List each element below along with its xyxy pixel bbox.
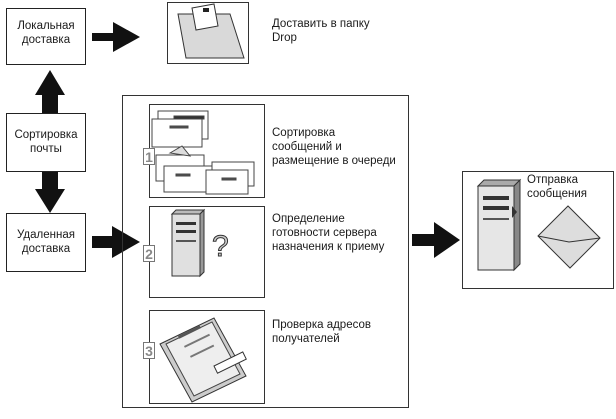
step-1-label: Сортировка сообщений и размещение в очер… — [272, 127, 396, 167]
send-label: Отправка сообщения — [527, 174, 587, 200]
arrow-down — [35, 172, 65, 213]
local-delivery-label: Локальная доставка — [17, 20, 75, 46]
envelopes-icon — [151, 110, 255, 195]
step-1-frame — [149, 104, 265, 198]
step-2-frame — [149, 206, 265, 298]
drop-folder-icon — [177, 3, 245, 59]
local-action-label: Доставить в папку Drop — [272, 18, 370, 44]
remote-delivery-label: Удаленная доставка — [17, 229, 75, 255]
send-frame — [462, 171, 614, 289]
send-server-icon — [476, 178, 522, 272]
arrow-remote-to-steps — [92, 226, 140, 258]
send-envelope-icon — [537, 205, 601, 269]
sorting-box: Сортировка почты — [6, 113, 86, 172]
step-2-number: 2 — [143, 245, 155, 262]
arrow-local-to-drop — [92, 22, 140, 52]
address-pad-icon — [159, 317, 247, 403]
steps-container — [122, 95, 409, 408]
svg-text:?: ? — [212, 230, 229, 263]
arrow-steps-to-server — [412, 222, 460, 258]
sorting-label: Сортировка почты — [14, 129, 78, 155]
step-3-frame — [149, 310, 265, 404]
local-delivery-box: Локальная доставка — [6, 8, 86, 65]
step-3-number: 3 — [143, 342, 155, 359]
server-question-icon: ? — [170, 208, 229, 278]
step-2-label: Определение готовности сервера назначени… — [272, 213, 385, 253]
arrow-up — [35, 70, 65, 113]
remote-delivery-box: Удаленная доставка — [6, 213, 86, 272]
step-3-label: Проверка адресов получателей — [272, 319, 371, 345]
drop-folder-frame — [167, 2, 249, 64]
step-1-number: 1 — [143, 148, 155, 165]
